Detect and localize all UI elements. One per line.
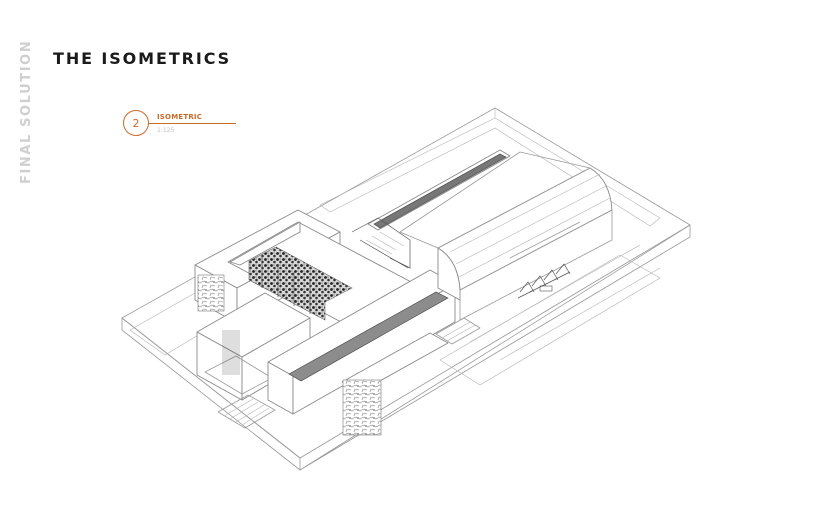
site-boundary: [121, 107, 691, 471]
entrance-stairs: [217, 394, 276, 429]
drawing-tag: 2 ISOMETRIC 1:125: [123, 110, 238, 140]
south-block: [267, 269, 456, 436]
page-title: THE ISOMETRICS: [53, 49, 232, 68]
drawing-title: ISOMETRIC: [157, 113, 203, 121]
terrace-loungers: [517, 263, 571, 299]
drawing-tag-rule: [149, 123, 236, 124]
vault-hall: [399, 151, 613, 321]
drawing-number-badge: 2: [123, 110, 149, 136]
drawing-scale: 1:125: [157, 127, 175, 134]
garden-steps: [435, 317, 481, 345]
interior-stair: [351, 217, 411, 269]
north-skylight: [367, 149, 511, 231]
